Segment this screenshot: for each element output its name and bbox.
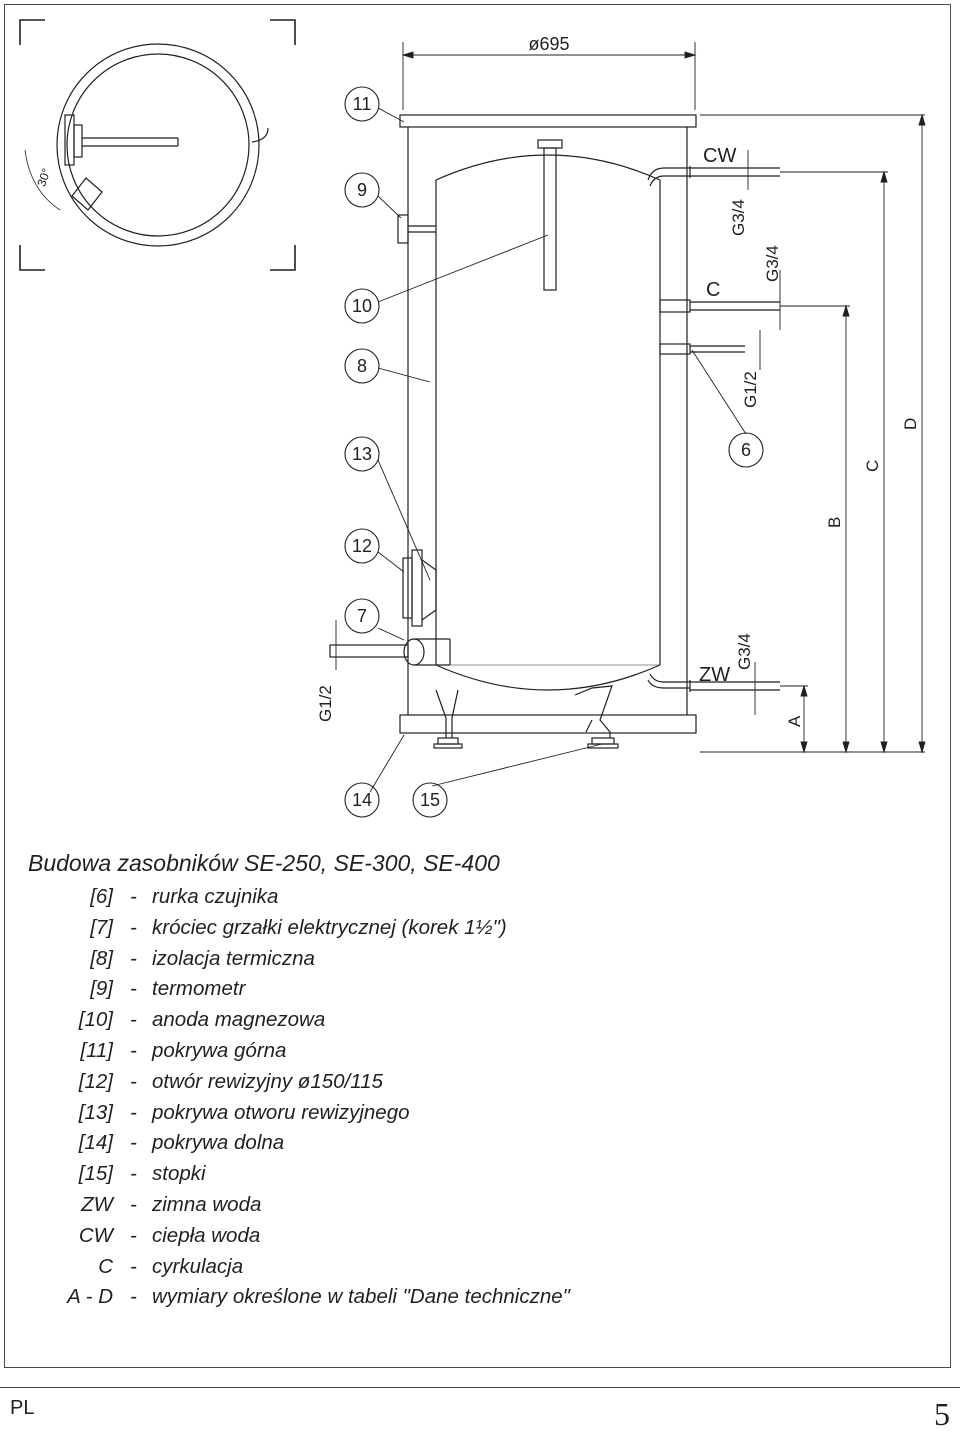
legend-code: [14] — [78, 1131, 113, 1155]
legend-desc: cyrkulacja — [152, 1254, 244, 1278]
diameter-label: ø695 — [528, 34, 569, 54]
legend-desc: pokrywa dolna — [152, 1131, 285, 1155]
legend-code: [8] — [90, 946, 113, 970]
zw-pipe — [647, 679, 690, 689]
legend-code: [15] — [78, 1162, 113, 1186]
callout-14: 14 — [352, 790, 372, 810]
page-number: 5 — [934, 1396, 950, 1432]
legend-desc: stopki — [152, 1162, 206, 1186]
legend-desc: wymiary określone w tabeli "Dane technic… — [152, 1285, 570, 1309]
callout-7: 7 — [357, 606, 367, 626]
thread-heater: G1/2 — [316, 685, 335, 722]
foot-right — [574, 685, 613, 738]
legend-desc: anoda magnezowa — [152, 1008, 326, 1032]
callout-8: 8 — [357, 356, 367, 376]
thread-bottom-zw: G3/4 — [735, 633, 754, 670]
thermometer — [397, 214, 409, 244]
legend-desc: izolacja termiczna — [152, 946, 315, 970]
leader-lines — [369, 107, 747, 793]
legend-code: [13] — [78, 1100, 113, 1124]
dimension-d: D — [901, 418, 920, 430]
legend-desc: ciepła woda — [152, 1223, 261, 1247]
tank-top-dome — [435, 154, 661, 181]
bottom-cover — [399, 714, 697, 734]
dimension-b: B — [825, 517, 844, 528]
angle-label: 30° — [34, 166, 53, 188]
anode-head — [537, 139, 563, 149]
legend-code: CW — [78, 1223, 113, 1247]
legend-code: [10] — [78, 1008, 113, 1032]
legend-desc: pokrywa otworu rewizyjnego — [152, 1100, 410, 1124]
top-view: 30° — [19, 19, 296, 271]
callout-9: 9 — [357, 180, 367, 200]
page-title: Budowa zasobników SE-250, SE-300, SE-400 — [28, 850, 500, 876]
legend-desc: rurka czujnika — [152, 885, 279, 908]
legend-code: [6] — [90, 885, 113, 908]
sensor-tube — [659, 343, 691, 355]
anode-rod — [543, 147, 557, 291]
thread-sensor: G1/2 — [741, 371, 760, 408]
callout-6: 6 — [741, 440, 751, 460]
port-cw-label: CW — [703, 145, 736, 167]
callout-10: 10 — [352, 296, 372, 316]
legend-desc: otwór rewizyjny ø150/115 — [152, 1069, 383, 1093]
legend-code: [11] — [80, 1038, 113, 1062]
cw-pipe — [647, 167, 690, 181]
legend-desc: pokrywa górna — [152, 1038, 287, 1062]
callout-11: 11 — [353, 94, 372, 114]
thread-top-c: G3/4 — [763, 245, 782, 282]
foot-left — [435, 689, 459, 738]
footer-divider — [0, 1387, 960, 1388]
legend-desc: króciec grzałki elektrycznej (korek 1½") — [152, 915, 507, 939]
legend-code: C — [98, 1254, 113, 1278]
circulation-pipe — [659, 299, 691, 313]
legend-code: ZW — [81, 1192, 113, 1216]
legend-code: [12] — [78, 1069, 113, 1093]
callout-12: 12 — [352, 536, 372, 556]
dimension-c: C — [863, 460, 882, 472]
callout-15: 15 — [420, 790, 440, 810]
callout-circles — [344, 86, 764, 818]
thread-top-cw: G3/4 — [729, 199, 748, 236]
legend-code: [9] — [90, 977, 113, 1001]
legend-desc: termometr — [152, 977, 246, 1001]
port-c-label: C — [706, 279, 720, 301]
tank-bottom-dome — [435, 664, 661, 691]
legend-desc: zimna woda — [152, 1192, 262, 1216]
legend-code: [7] — [90, 915, 113, 939]
dimension-lines — [335, 42, 926, 754]
footer-language: PL — [10, 1397, 35, 1419]
dimension-a: A — [785, 715, 804, 727]
top-cover — [399, 114, 697, 128]
callout-13: 13 — [352, 444, 372, 464]
tank-side-view — [329, 114, 780, 749]
page-frame — [4, 4, 951, 1368]
legend-code: A - D — [67, 1285, 113, 1309]
heater-socket — [329, 644, 409, 658]
port-zw-label: ZW — [699, 664, 730, 686]
